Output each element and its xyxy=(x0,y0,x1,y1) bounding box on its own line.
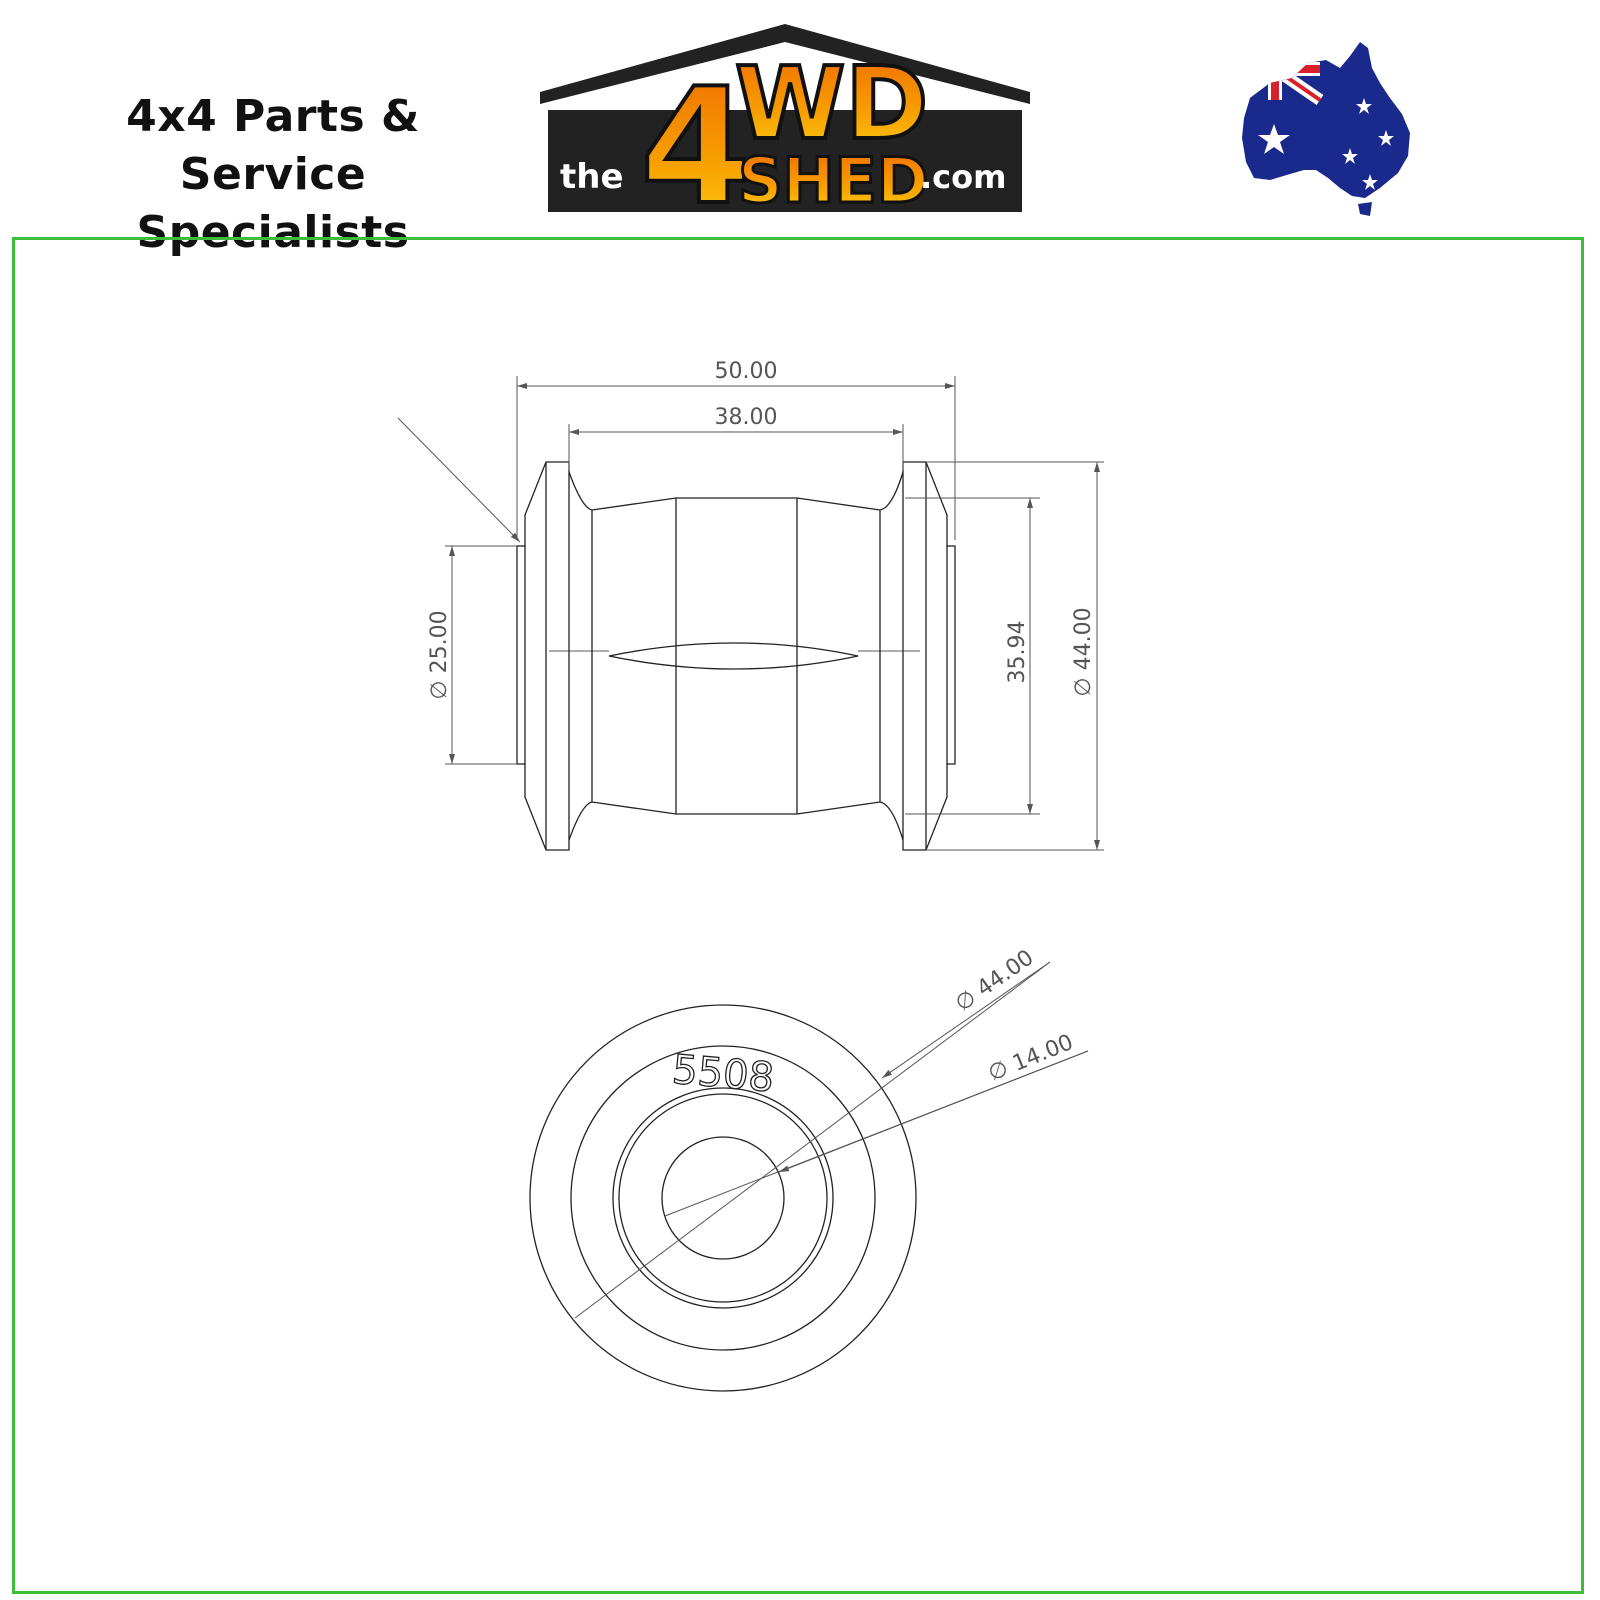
tagline-line-2: Specialists xyxy=(136,207,410,258)
dim-label-dia-44-end: ∅ 44.00 xyxy=(951,945,1038,1017)
bushing-slot xyxy=(608,642,859,670)
leader-arrow xyxy=(397,417,521,543)
logo-body xyxy=(548,110,1022,218)
logo-dotcom: .com xyxy=(920,158,1006,196)
end-view xyxy=(529,1004,917,1392)
the4wdshed-logo[interactable]: 4 WD SHED the .com xyxy=(540,20,1040,225)
logo-4: 4 xyxy=(640,53,751,225)
bore-circle xyxy=(661,1136,785,1260)
tagline-line-1: 4x4 Parts & Service xyxy=(126,91,420,200)
drawing-frame xyxy=(12,237,1584,1594)
left-flange xyxy=(524,461,570,851)
dim-label-dia-14: ∅ 14.00 xyxy=(985,1030,1077,1087)
sleeve-outer-circle xyxy=(612,1087,834,1309)
logo-wd: WD xyxy=(735,45,928,162)
sleeve-inner-circle xyxy=(618,1093,828,1303)
leader-dia-44 xyxy=(574,961,1051,1319)
part-number: 5508 xyxy=(670,1047,775,1102)
tagline: 4x4 Parts & Service Specialists xyxy=(28,88,518,262)
logo-shed: SHED xyxy=(738,144,928,217)
logo-the: the xyxy=(560,157,624,197)
outer-flange-circle xyxy=(529,1004,917,1392)
dim-label-dia-25: ∅ 25.00 xyxy=(427,610,452,699)
australia-flag-map-icon xyxy=(1242,42,1410,216)
dim-label-dia-44-side: ∅ 44.00 xyxy=(1071,607,1096,696)
logo-roof xyxy=(540,24,1030,104)
dim-label-35-94: 35.94 xyxy=(1005,621,1030,684)
body-circle xyxy=(570,1045,876,1351)
bushing-body xyxy=(568,471,904,511)
dim-label-38: 38.00 xyxy=(715,405,778,430)
dim-label-50: 50.00 xyxy=(715,359,778,384)
right-flange xyxy=(902,461,948,851)
side-view xyxy=(516,461,956,851)
left-sleeve xyxy=(516,545,526,765)
right-sleeve xyxy=(946,545,956,765)
